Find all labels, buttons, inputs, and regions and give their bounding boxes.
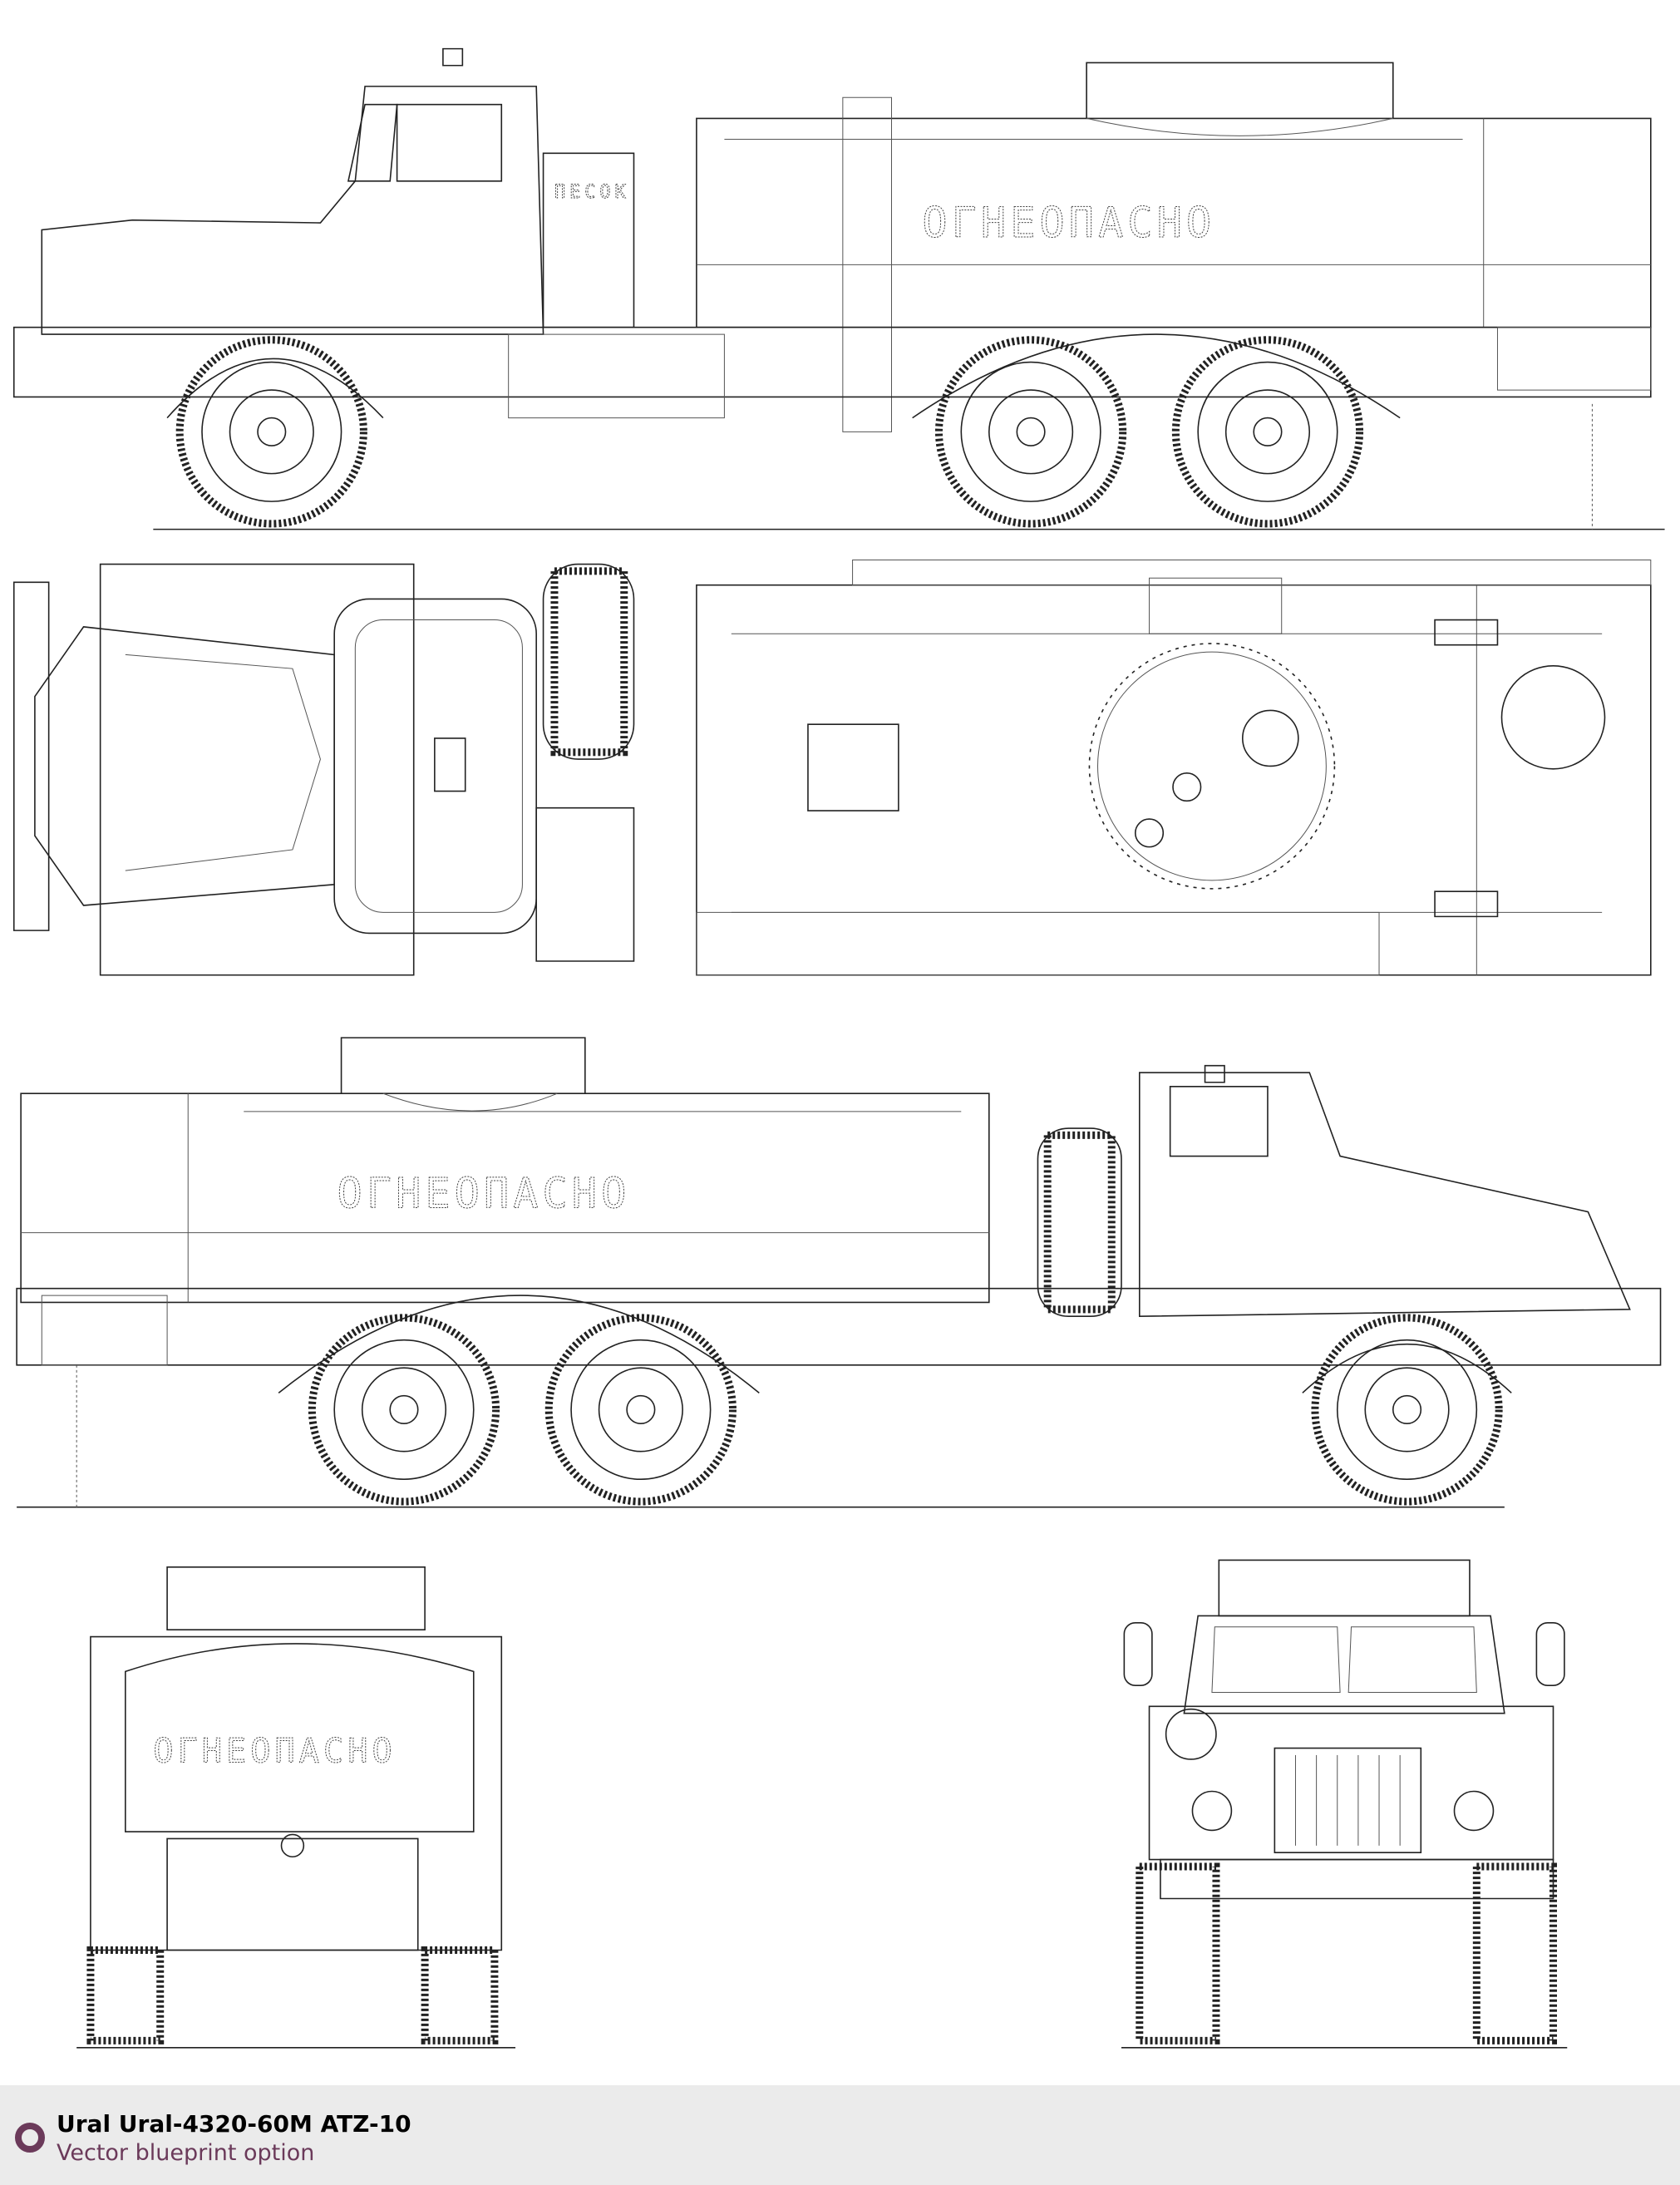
wheel [1315,1318,1499,1502]
side-view-left: ПЕСОК ОГНЕОПАСНО [14,49,1665,530]
blueprint-drawing: ПЕСОК ОГНЕОПАСНО [0,0,1680,2085]
logo-ring-icon [15,2123,45,2153]
top-view [14,560,1651,974]
rear-view: ОГНЕОПАСНО [76,1567,515,2048]
footer-bar: Ural Ural-4320-60M ATZ-10 Vector bluepri… [0,2085,1680,2185]
wheel [312,1318,495,1502]
front-view [1121,1560,1567,2047]
wheel [939,340,1122,524]
blueprint-subtitle: Vector blueprint option [57,2140,315,2166]
tank-stencil: ОГНЕОПАСНО [922,198,1215,247]
wheel [549,1318,732,1502]
box-stencil: ПЕСОК [554,182,630,203]
side-view-right: ОГНЕОПАСНО [17,1038,1660,1507]
tank-stencil: ОГНЕОПАСНО [153,1732,396,1770]
wheel [180,340,363,524]
tank-stencil: ОГНЕОПАСНО [337,1169,631,1218]
blueprint-title: Ural Ural-4320-60M ATZ-10 [57,2110,411,2138]
grille [1295,1755,1400,1846]
wheel [1175,340,1359,524]
